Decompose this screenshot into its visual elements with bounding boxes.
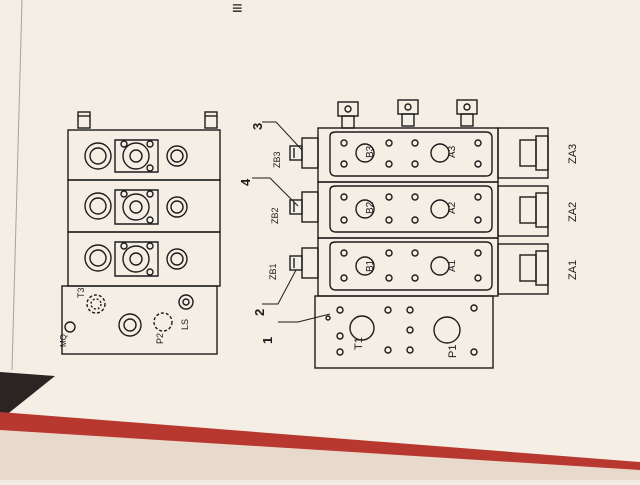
right-inlet-plate: [314, 295, 494, 369]
left-port-mq: [64, 321, 76, 333]
callout-1: 1: [260, 337, 275, 344]
red-edge: [0, 412, 640, 470]
page-corner-mark: ≡: [232, 0, 243, 18]
left-port-t3-dashed: [86, 294, 106, 314]
shadow-strip: [0, 372, 55, 420]
right-valve-view: [252, 99, 549, 369]
paper-sheet: [0, 0, 640, 470]
left-port-ls: [178, 294, 194, 310]
label-b2: B2: [365, 201, 376, 214]
right-inlet-ports: [325, 304, 478, 356]
label-b1: B1: [365, 259, 376, 272]
right-section-3-plate: [329, 131, 493, 177]
left-top-fitting-1: [77, 111, 91, 129]
left-section-2-ports: [84, 189, 188, 225]
label-zb2: ZB2: [270, 207, 280, 224]
left-center-port: [118, 313, 142, 337]
label-a1: A1: [447, 259, 458, 272]
callout-3: 3: [250, 123, 265, 130]
left-section-1-ports: [84, 139, 188, 173]
label-p1: P1: [447, 345, 459, 358]
label-za1: ZA1: [567, 260, 579, 280]
label-ls: LS: [180, 319, 190, 330]
right-section-2-plate: [329, 185, 493, 233]
label-b3: B3: [365, 145, 376, 158]
right-zb-spool-ends: [289, 137, 319, 279]
right-section-1-ports: [340, 249, 482, 282]
label-za2: ZA2: [567, 202, 579, 222]
callout-2: 2: [252, 309, 267, 316]
label-a3: A3: [447, 145, 458, 158]
label-a2: A2: [447, 201, 458, 214]
right-section-3-ports: [340, 139, 482, 168]
page-fold-line: [11, 0, 23, 371]
left-inlet-plate: [61, 285, 218, 355]
left-top-fitting-2: [204, 111, 218, 129]
left-section-3-ports: [84, 241, 188, 277]
label-za3: ZA3: [567, 144, 579, 164]
right-section-2-ports: [340, 193, 482, 224]
label-mq: MQ: [59, 334, 68, 347]
callout-leaders: [252, 121, 331, 323]
label-t1: T1: [353, 337, 365, 350]
right-za-spool-caps: [497, 127, 549, 295]
right-top-fittings: [337, 99, 478, 129]
label-t3: T3: [76, 287, 86, 298]
callout-4: 4: [238, 178, 253, 186]
port-t1: [349, 315, 375, 341]
left-valve-view: [61, 111, 221, 355]
port-p1: [433, 316, 461, 344]
label-p2: P2: [155, 333, 165, 344]
right-view-labels: B3 B2 B1 A3 A2 A1 ZB3 ZB2 ZB1 ZA3 ZA2 ZA…: [238, 123, 579, 358]
label-zb3: ZB3: [272, 151, 282, 168]
left-port-p2-dashed: [153, 312, 173, 332]
right-section-1-plate: [329, 241, 493, 291]
label-zb1: ZB1: [268, 263, 278, 280]
